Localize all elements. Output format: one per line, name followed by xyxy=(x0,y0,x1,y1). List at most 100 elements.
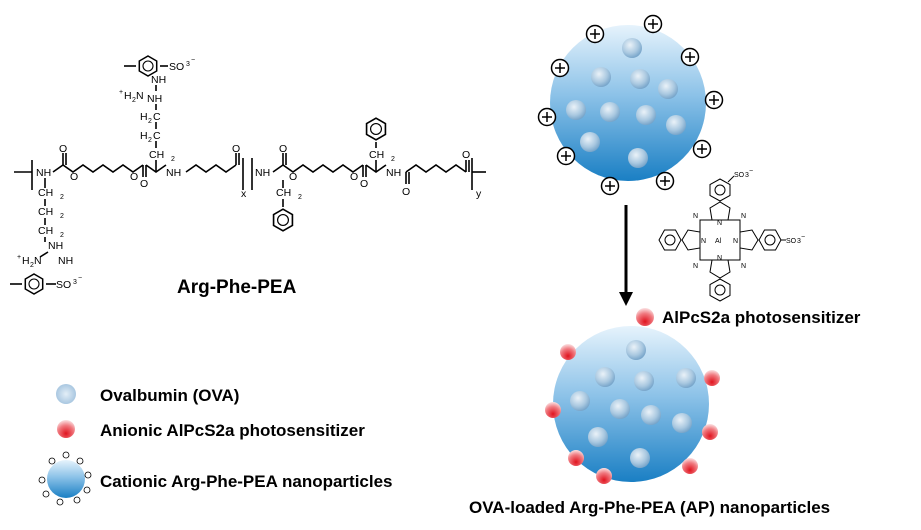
ova-dot xyxy=(666,115,686,135)
svg-text:C: C xyxy=(153,130,161,142)
ova-dot xyxy=(641,405,661,425)
ova-dot xyxy=(595,367,615,387)
carbonyl-o-1: O xyxy=(59,143,67,155)
guanidine-nh2-left: NH xyxy=(58,255,73,267)
plus-charge-icon xyxy=(704,90,724,110)
guanidine-h2n-left: H xyxy=(22,255,30,267)
polymer-structure: NH O O O O NH O x CH 2 CH 2 CH 2 NH + H … xyxy=(10,55,486,295)
svg-text:2: 2 xyxy=(298,194,302,201)
legend: Ovalbumin (OVA) Anionic AlPcS2a photosen… xyxy=(38,384,393,506)
ova-dot xyxy=(658,79,678,99)
ova-dot xyxy=(600,102,620,122)
dye-dot xyxy=(702,424,718,440)
svg-text:2: 2 xyxy=(148,137,152,144)
guanidine-nh-center: NH xyxy=(147,93,162,105)
plus-charge-icon xyxy=(537,107,557,127)
plus-charge-icon xyxy=(680,47,700,67)
svg-text:2: 2 xyxy=(60,194,64,201)
svg-text:2: 2 xyxy=(132,97,136,104)
alpcs2a-structure: Al N N N N N N N N SO 3 − SO 3 − xyxy=(658,168,805,302)
ova-dot xyxy=(622,38,642,58)
plus-charge-icon xyxy=(550,58,570,78)
sulfonate-right: SO xyxy=(786,238,797,245)
cationic-nanoparticle xyxy=(550,25,706,181)
ova-dot xyxy=(580,132,600,152)
dye-icon xyxy=(636,308,654,326)
svg-text:−: − xyxy=(191,57,195,64)
ova-dot xyxy=(676,368,696,388)
svg-text:N: N xyxy=(741,263,746,270)
reaction-arrow xyxy=(619,205,633,306)
dye-dot xyxy=(560,344,576,360)
ova-dot xyxy=(591,67,611,87)
svg-text:N: N xyxy=(693,213,698,220)
subscript-y: y xyxy=(476,188,482,200)
backbone-nh-3: NH xyxy=(255,167,270,179)
ova-dot xyxy=(570,391,590,411)
dye-dot xyxy=(596,468,612,484)
h2c-center-1: H xyxy=(140,130,148,142)
plus-charge-icon xyxy=(585,24,605,44)
np-legend-icon xyxy=(38,451,92,506)
backbone-nh-2: NH xyxy=(166,167,181,179)
subscript-x: x xyxy=(241,188,247,200)
ova-dot xyxy=(610,399,630,419)
svg-text:3: 3 xyxy=(73,279,77,286)
dye-dot xyxy=(545,402,561,418)
dye-dot xyxy=(682,458,698,474)
ova-dot xyxy=(630,69,650,89)
ova-dot xyxy=(588,427,608,447)
svg-text:N: N xyxy=(701,238,706,245)
backbone-nh-1: NH xyxy=(36,167,51,179)
svg-text:2: 2 xyxy=(30,262,34,269)
svg-text:N: N xyxy=(733,238,738,245)
ch2-center-1: CH xyxy=(149,149,164,161)
ch2-phe-down: CH xyxy=(276,187,291,199)
plus-charge-icon xyxy=(692,139,712,159)
plus-left: + xyxy=(17,254,21,261)
dye-dots xyxy=(545,344,720,484)
svg-text:N: N xyxy=(136,90,144,102)
svg-text:2: 2 xyxy=(60,213,64,220)
tosylate-left: SO xyxy=(56,279,71,291)
benzene-phe-up xyxy=(365,117,387,141)
h2c-center-2: H xyxy=(140,111,148,123)
ova-loaded-nanoparticle xyxy=(553,326,709,482)
svg-text:N: N xyxy=(741,213,746,220)
svg-text:3: 3 xyxy=(797,238,801,245)
dye-dot xyxy=(704,370,720,386)
svg-text:3: 3 xyxy=(745,172,749,179)
ova-dot xyxy=(634,371,654,391)
metal-center: Al xyxy=(715,238,722,245)
tosylate-top: SO xyxy=(169,61,184,73)
plus-charge-icon xyxy=(643,14,663,34)
ova-dot xyxy=(626,340,646,360)
svg-text:C: C xyxy=(153,111,161,123)
svg-text:−: − xyxy=(801,234,805,241)
plus-center: + xyxy=(119,89,123,96)
legend-np: Cationic Arg-Phe-PEA nanoparticles xyxy=(100,472,393,491)
positive-charges xyxy=(537,14,724,196)
product-label: OVA-loaded Arg-Phe-PEA (AP) nanoparticle… xyxy=(469,498,830,517)
ch2-left-2: CH xyxy=(38,206,53,218)
carbonyl-o-7: O xyxy=(402,186,410,198)
dye-dot xyxy=(568,450,584,466)
svg-text:N: N xyxy=(717,220,722,227)
ch2-left-3: CH xyxy=(38,225,53,237)
guanidine-h2n-center: H xyxy=(124,90,132,102)
plus-charge-icon xyxy=(600,176,620,196)
carbonyl-o-4: O xyxy=(279,143,287,155)
ester-o-2: O xyxy=(130,171,138,183)
dye-legend-icon xyxy=(57,420,75,438)
ova-dot xyxy=(672,413,692,433)
benzene-phe-down xyxy=(272,208,294,232)
svg-text:N: N xyxy=(34,255,42,267)
ch2-phe-up: CH xyxy=(369,149,384,161)
plus-charge-icon xyxy=(655,171,675,191)
ch2-left-1: CH xyxy=(38,187,53,199)
dye-label: AlPcS2a photosensitizer xyxy=(662,308,861,327)
guanidine-nh-left: NH xyxy=(48,240,63,252)
legend-dye: Anionic AlPcS2a photosensitizer xyxy=(100,421,365,440)
carbonyl-o-5: O xyxy=(360,178,368,190)
